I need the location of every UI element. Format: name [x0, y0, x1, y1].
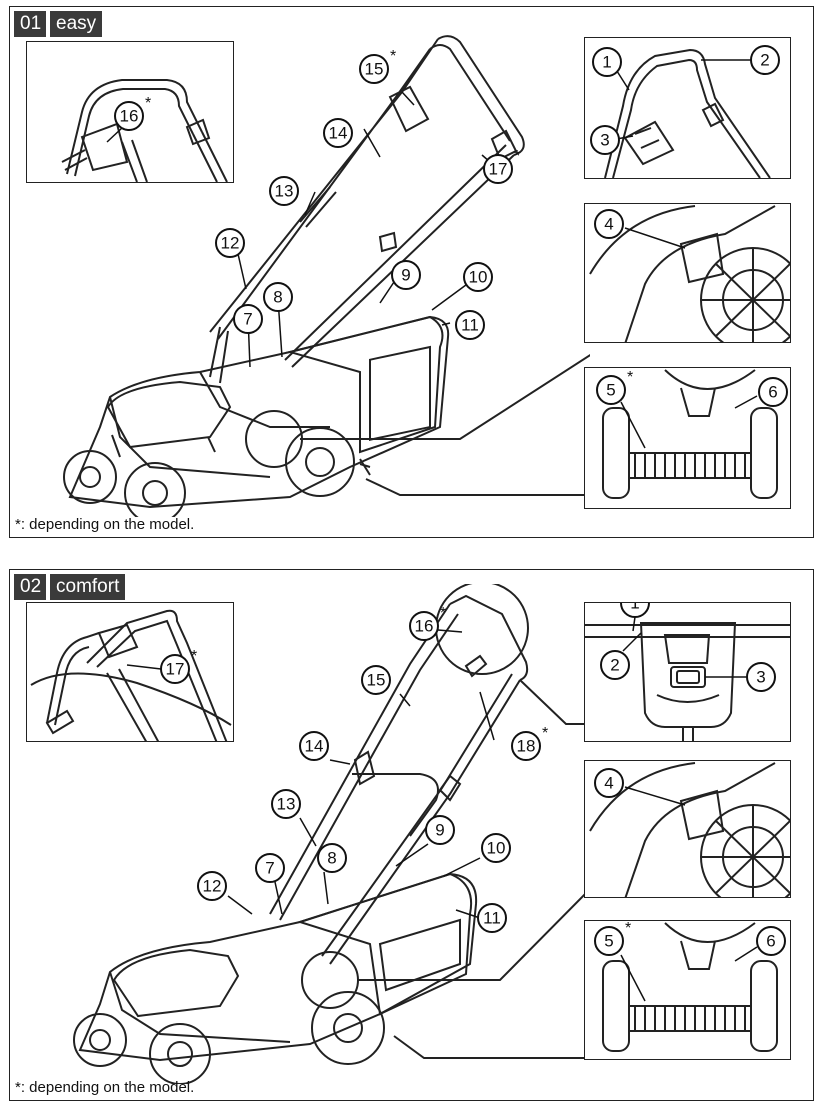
height-adjust-drawing: [602, 922, 778, 1052]
handle-switch-drawing: [585, 616, 790, 741]
panel-number: 02: [14, 574, 46, 600]
handle-drawing: [30, 609, 232, 741]
handle-controls-drawing: [604, 48, 771, 178]
panel-comfort: 02 comfort 17 *: [9, 569, 814, 1101]
panel-number: 01: [14, 11, 46, 37]
handle-drawing: [61, 79, 228, 182]
footnote: *: depending on the model.: [15, 1079, 195, 1096]
safety-key-drawing: [589, 205, 790, 342]
mower-illustration: [73, 584, 590, 1084]
panel-title: comfort: [50, 574, 126, 600]
mower-drawing-comfort: 16 * 15 18 * 14 13 9 10 8 7 12 11: [30, 584, 590, 1084]
safety-key-drawing: [589, 762, 790, 897]
inset-height-adjust: 5 * 6: [584, 920, 791, 1060]
inset-handle-detail: 17 *: [26, 602, 234, 742]
height-adjust-drawing: [602, 369, 778, 499]
mower-drawing-easy: 15 * 14 17 * 13 12 9 10 8 7 11: [30, 27, 590, 517]
panel-easy: 01 easy 16 *: [9, 6, 814, 538]
inset-handle-controls: 1 2 3: [584, 37, 791, 179]
inset-height-adjust: 5 * 6: [584, 367, 791, 509]
inset-safety-key: 4: [584, 760, 791, 898]
inset-handle-switch: 1 2 3: [584, 602, 791, 742]
inset-safety-key: 4: [584, 203, 791, 343]
mower-illustration: [63, 35, 590, 517]
panel-title: easy: [50, 11, 103, 37]
footnote: *: depending on the model.: [15, 516, 195, 533]
